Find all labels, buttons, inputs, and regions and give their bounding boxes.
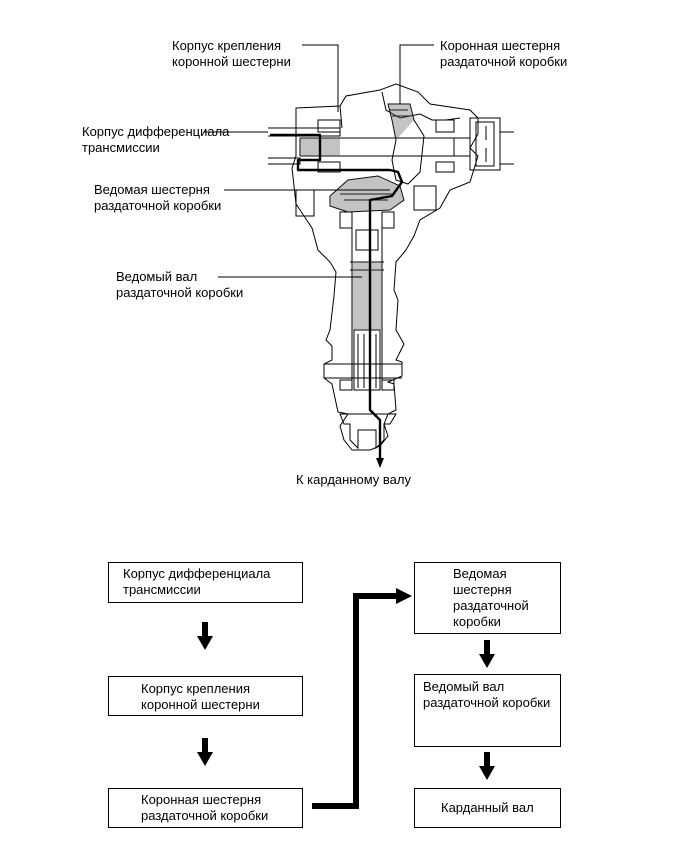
flow-box-ring-gear-mount-case: Корпус крепления коронной шестерни: [108, 676, 303, 716]
label-transfer-ring-gear: Коронная шестерня раздаточной коробки: [440, 38, 568, 69]
driven-pinion: [329, 175, 405, 213]
ring-gear: [387, 103, 425, 185]
arrow-down-4: [479, 752, 495, 780]
bearing-right-inner: [475, 121, 495, 167]
connector-box3-to-box4: [312, 593, 398, 809]
power-flow-path: [270, 133, 404, 462]
output-yoke: [339, 413, 397, 450]
flow-box-propeller-shaft: Карданный вал: [414, 788, 561, 828]
main-horizontal-shaft: [300, 137, 470, 157]
flow-box-transfer-driven-shaft: Ведомый вал раздаточной коробки: [414, 674, 561, 747]
label-to-propeller-shaft: К карданному валу: [296, 472, 411, 487]
label-ring-gear-mount-case: Корпус крепления коронной шестерни: [172, 38, 291, 69]
flow-box-transfer-ring-gear: Коронная шестерня раздаточной коробки: [108, 788, 303, 828]
flow-box-transfer-driven-gear: Ведомая шестерня раздаточной коробки: [414, 562, 561, 634]
driven-shaft: [351, 212, 383, 390]
transfer-cross-section-drawing: [204, 44, 514, 468]
flow-box-transmission-diff-case: Корпус дифференциала трансмиссии: [108, 562, 303, 603]
arrow-down-1: [197, 622, 213, 650]
output-arrow-head: [376, 458, 384, 468]
connector-arrow-head: [396, 588, 412, 604]
label-transfer-driven-gear: Ведомая шестерня раздаточной коробки: [94, 182, 222, 213]
label-transfer-driven-shaft: Ведомый вал раздаточной коробки: [116, 269, 244, 300]
bearing-right-outer: [469, 117, 501, 171]
label-transmission-diff-case: Корпус дифференциала трансмиссии: [82, 124, 230, 155]
leader-ring-gear-mount-case: [302, 44, 339, 112]
leader-transfer-ring-gear: [399, 44, 434, 104]
arrow-down-3: [479, 640, 495, 668]
arrow-down-2: [197, 738, 213, 766]
